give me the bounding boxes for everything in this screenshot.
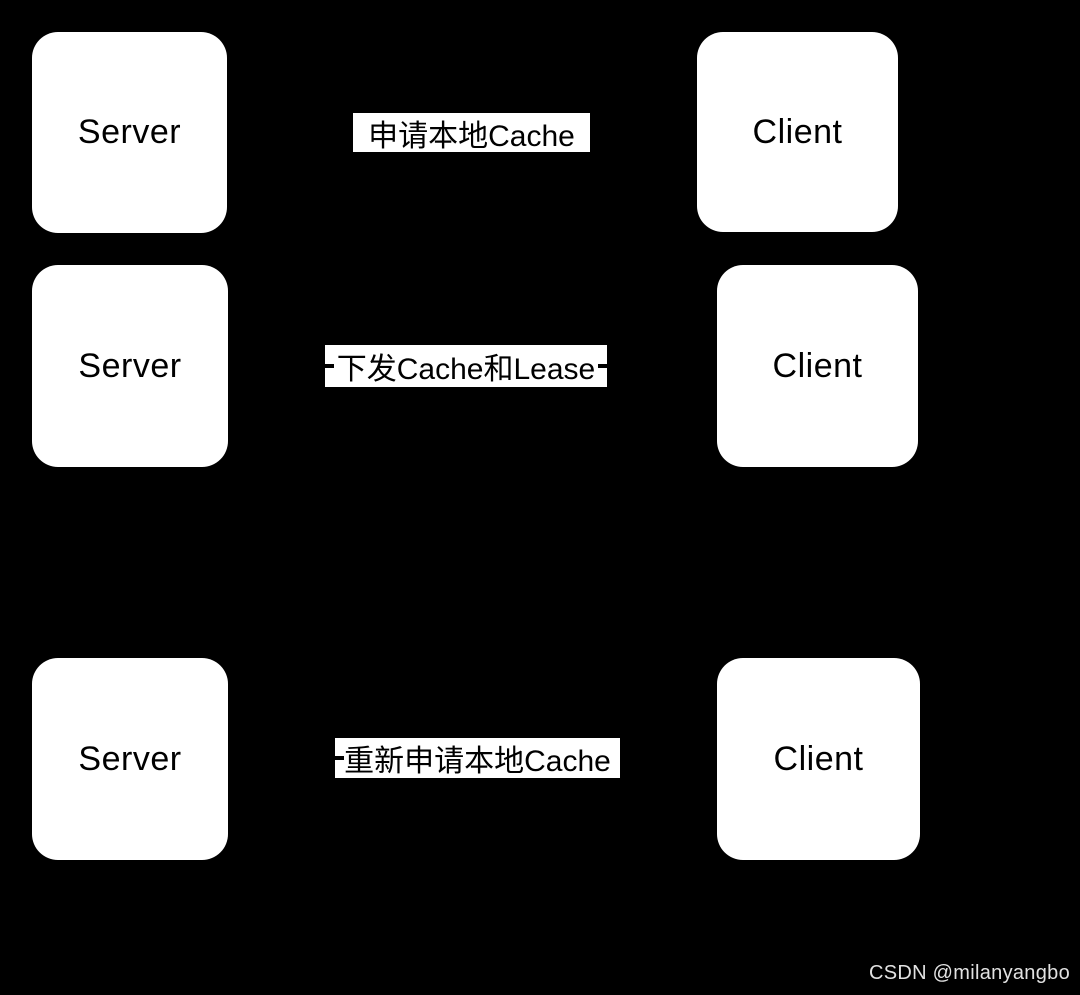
node-client-3-label: Client [773,739,864,778]
node-client-1-label: Client [752,112,843,151]
node-server-3: Server [32,658,228,860]
node-server-1-label: Server [77,113,182,151]
node-server-2-label: Server [78,346,182,385]
node-server-1: Server [32,32,227,233]
node-server-2: Server [32,265,228,467]
node-client-2: Client [717,265,918,467]
edge-label-request-local-cache: 申请本地Cache [353,113,590,153]
csdn-watermark: CSDN @milanyangbo [868,962,1070,984]
node-client-1: Client [697,32,898,232]
node-client-2-label: Client [772,346,863,385]
edge-label-re-request-local-cache: 重新申请本地Cache [335,738,620,778]
node-server-3-label: Server [78,739,182,778]
node-client-3: Client [717,658,920,860]
edge-label-deliver-cache-and-lease: 下发Cache和Lease [325,345,607,387]
